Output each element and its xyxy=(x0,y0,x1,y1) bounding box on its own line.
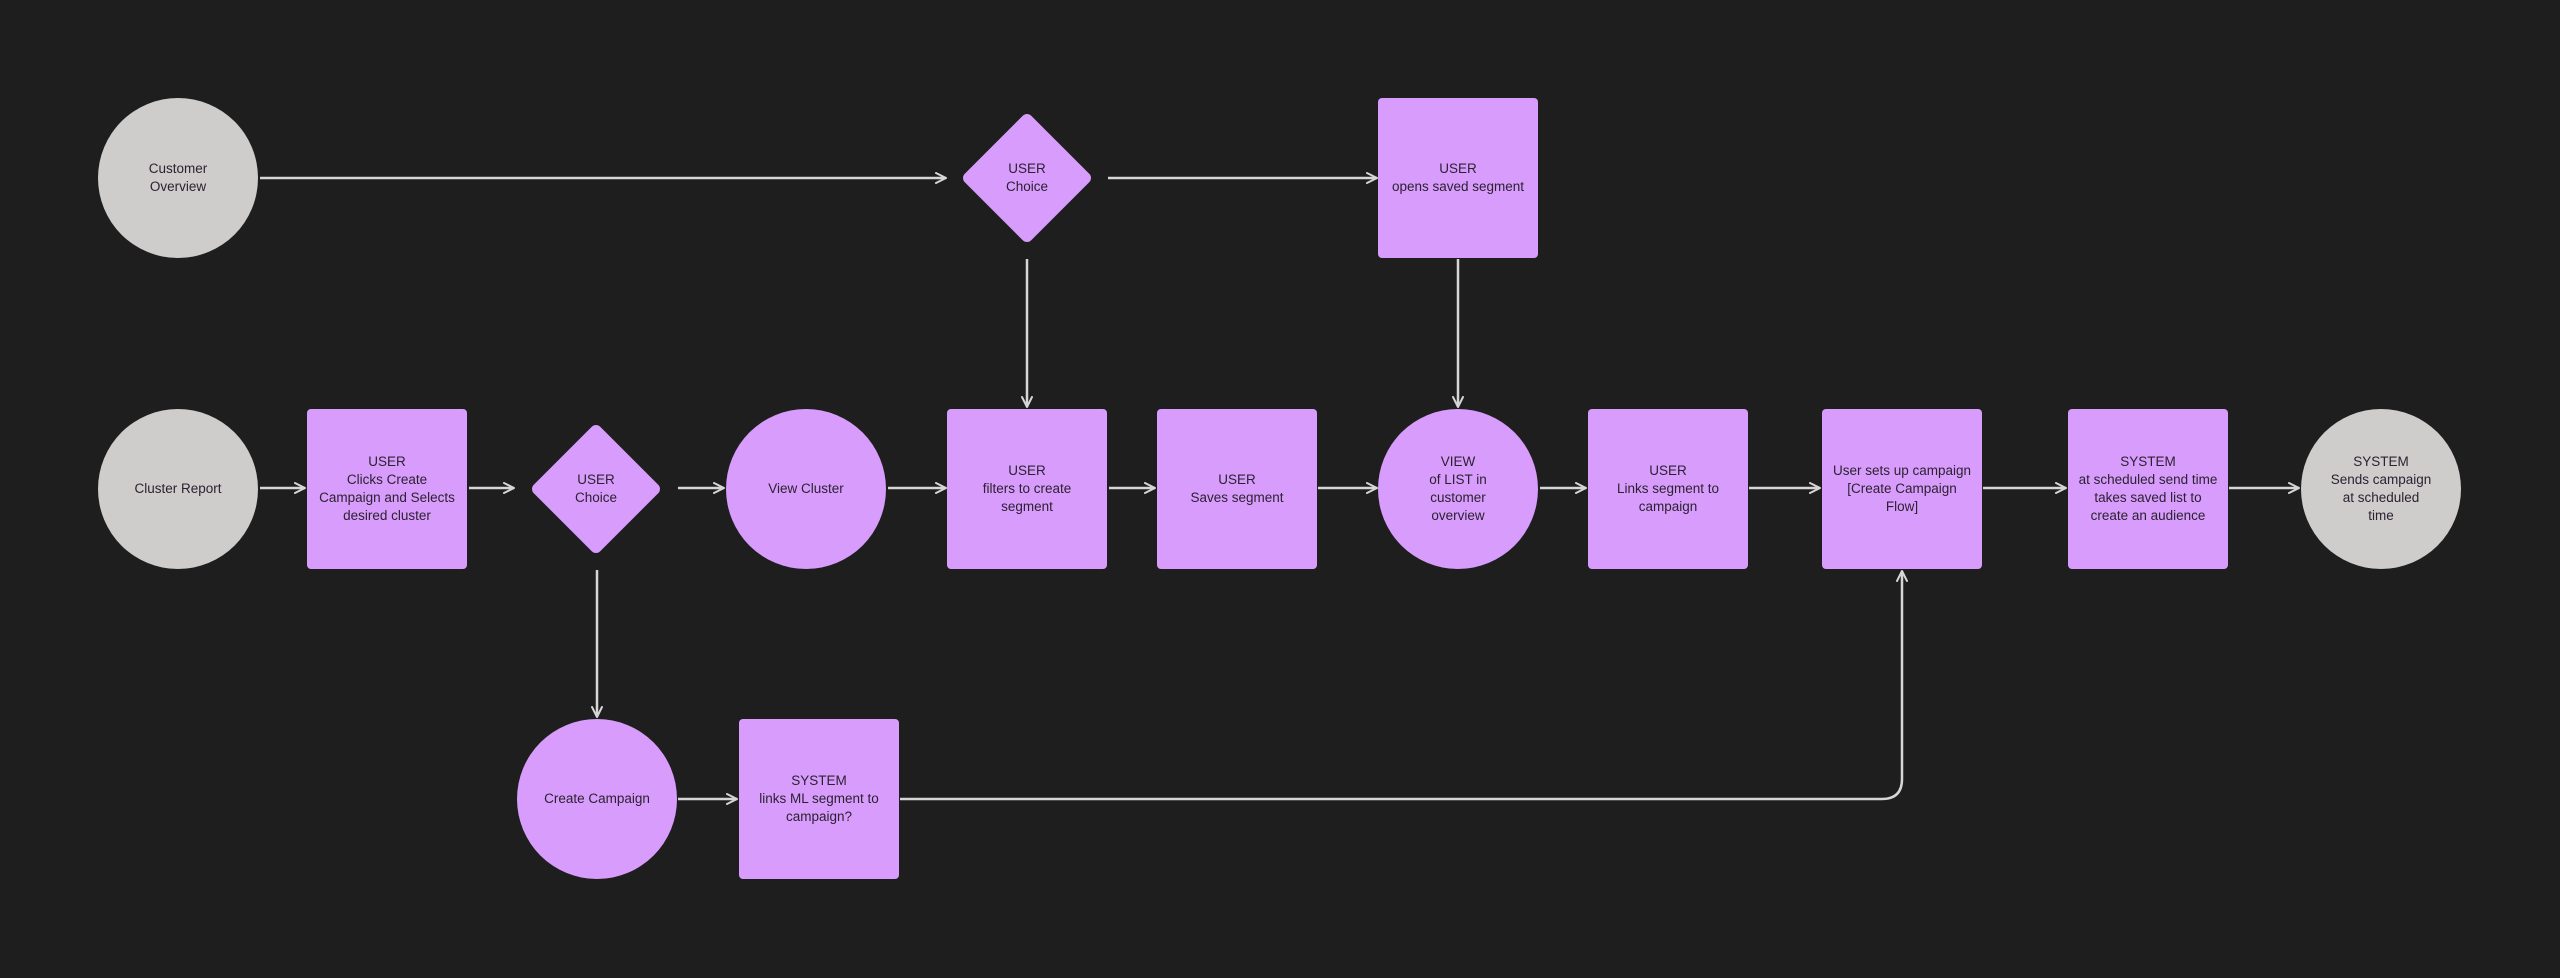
node-user-clicks-create-campaign[interactable]: USER Clicks Create Campaign and Selects … xyxy=(307,409,467,569)
node-system-takes-saved-list[interactable]: SYSTEM at scheduled send time takes save… xyxy=(2068,409,2228,569)
node-label: USER filters to create segment xyxy=(982,463,1072,514)
node-customer-overview[interactable]: Customer Overview xyxy=(98,98,258,258)
node-system-sends-campaign[interactable]: SYSTEM Sends campaign at scheduled time xyxy=(2301,409,2461,569)
node-user-choice-mid[interactable]: USER Choice xyxy=(516,409,676,569)
node-label: SYSTEM Sends campaign at scheduled time xyxy=(2330,454,2432,523)
node-label: Customer Overview xyxy=(148,161,208,194)
node-view-list[interactable]: VIEW of LIST in customer overview xyxy=(1378,409,1538,569)
node-label: Cluster Report xyxy=(134,481,222,496)
node-label: USER Links segment to campaign xyxy=(1616,463,1720,514)
node-user-opens-saved-segment[interactable]: USER opens saved segment xyxy=(1378,98,1538,258)
node-label: USER Saves segment xyxy=(1190,472,1284,505)
node-view-cluster[interactable]: View Cluster xyxy=(726,409,886,569)
node-user-sets-up-campaign[interactable]: User sets up campaign [Create Campaign F… xyxy=(1822,409,1982,569)
node-user-links-segment[interactable]: USER Links segment to campaign xyxy=(1588,409,1748,569)
node-label: SYSTEM links ML segment to campaign? xyxy=(759,773,879,824)
node-label: Create Campaign xyxy=(544,791,650,806)
node-label: VIEW of LIST in customer overview xyxy=(1429,454,1487,523)
node-label: User sets up campaign [Create Campaign F… xyxy=(1832,463,1972,514)
node-user-saves-segment[interactable]: USER Saves segment xyxy=(1157,409,1317,569)
node-create-campaign[interactable]: Create Campaign xyxy=(517,719,677,879)
node-label: USER opens saved segment xyxy=(1391,161,1525,194)
node-user-filters-segment[interactable]: USER filters to create segment xyxy=(947,409,1107,569)
node-label: USER Choice xyxy=(1005,161,1049,194)
node-user-choice-top[interactable]: USER Choice xyxy=(947,98,1107,258)
node-label: View Cluster xyxy=(768,481,844,496)
arrow-links-ml-segment-to-sets-up-campaign xyxy=(900,570,1908,801)
node-label: USER Clicks Create Campaign and Selects … xyxy=(319,454,455,523)
node-label: USER Choice xyxy=(574,472,618,505)
node-label: SYSTEM at scheduled send time takes save… xyxy=(2078,454,2218,523)
node-system-links-ml-segment[interactable]: SYSTEM links ML segment to campaign? xyxy=(739,719,899,879)
node-cluster-report[interactable]: Cluster Report xyxy=(98,409,258,569)
